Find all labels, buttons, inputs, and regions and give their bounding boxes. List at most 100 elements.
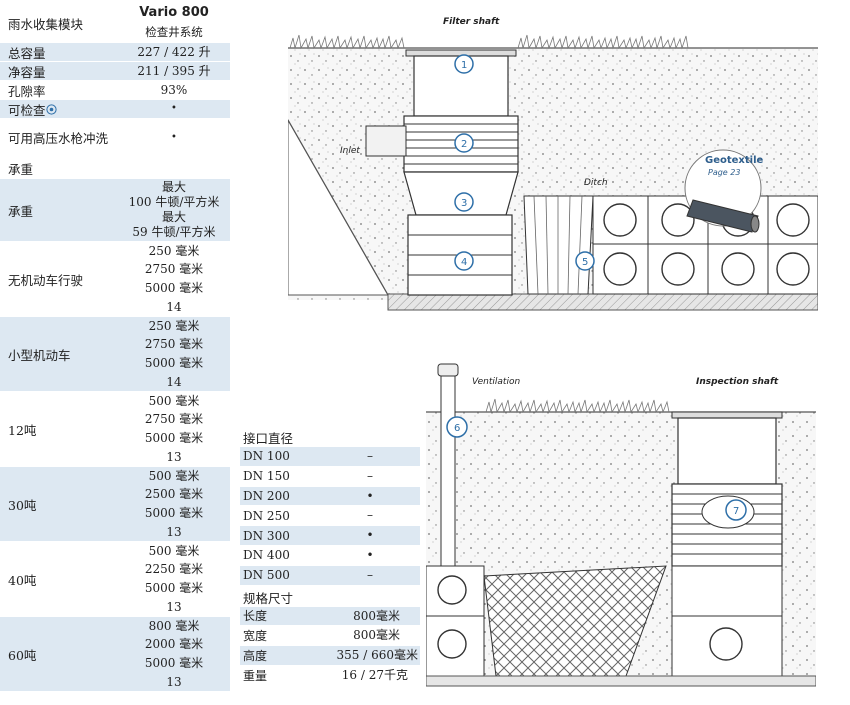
spec-row-label: 12吨 bbox=[8, 422, 37, 438]
base-layer bbox=[426, 675, 816, 687]
inspection-shaft-diagram: Ventilation Inspection shaft 6 7 bbox=[426, 363, 816, 687]
grass bbox=[485, 398, 670, 414]
spec-row-value: 13 bbox=[166, 674, 182, 689]
connection-label: DN 300 bbox=[243, 528, 290, 543]
size-row: 长度 800毫米 bbox=[240, 606, 420, 627]
inspection-shaft-label: Inspection shaft bbox=[696, 377, 779, 387]
inspection-camera-icon bbox=[45, 103, 57, 115]
spec-row-value: • bbox=[171, 102, 177, 114]
spec-row-value: • bbox=[171, 131, 177, 143]
spec-row: 可用高压水枪冲洗 • bbox=[0, 119, 230, 158]
filter-shaft-diagram: Inlet Ditch Geotextile Page 23 Filter sh… bbox=[288, 17, 818, 311]
spec-row-value: 100 牛顿/平方米 bbox=[128, 195, 220, 209]
svg-text:4: 4 bbox=[461, 257, 467, 268]
spec-row: 无机动车行驶 250 毫米 2750 毫米 5000 毫米 14 bbox=[0, 242, 230, 317]
spec-row-value: 14 bbox=[166, 374, 182, 389]
svg-text:6: 6 bbox=[454, 423, 460, 434]
connection-title: 接口直径 bbox=[243, 431, 294, 446]
spec-row: 30吨 500 毫米 2500 毫米 5000 毫米 13 bbox=[0, 467, 230, 542]
marker-1: 1 bbox=[454, 54, 474, 74]
connection-value: • bbox=[366, 488, 374, 503]
spec-row-label: 无机动车行驶 bbox=[8, 272, 84, 288]
spec-table: 雨水收集模块 Vario 800 检查井系统 总容量 227 / 422 升 净… bbox=[0, 4, 230, 692]
spec-row-label: 净容量 bbox=[8, 64, 46, 80]
size-label: 长度 bbox=[243, 609, 268, 624]
spec-row-value: 250 毫米 bbox=[148, 318, 200, 333]
grass bbox=[289, 34, 405, 50]
spec-row-value: 250 毫米 bbox=[148, 243, 200, 258]
size-value: 355 / 660毫米 bbox=[336, 648, 418, 663]
spec-row: 60吨 800 毫米 2000 毫米 5000 毫米 13 bbox=[0, 617, 230, 692]
size-label: 重量 bbox=[243, 668, 268, 683]
spec-row: 承重 bbox=[0, 158, 230, 179]
ventilation-label: Ventilation bbox=[472, 377, 520, 387]
spec-row-value: 500 毫米 bbox=[148, 543, 200, 558]
connection-label: DN 200 bbox=[243, 488, 290, 503]
spec-row-value: 227 / 422 升 bbox=[137, 44, 211, 59]
marker-2: 2 bbox=[454, 133, 474, 153]
spec-row-value: 211 / 395 升 bbox=[137, 63, 211, 78]
spec-row-value: 2750 毫米 bbox=[144, 337, 204, 352]
spec-row-value: 13 bbox=[166, 449, 182, 464]
spec-row-value: 93% bbox=[160, 82, 188, 97]
filter-shaft-label: Filter shaft bbox=[443, 17, 500, 27]
size-value: 800毫米 bbox=[353, 628, 400, 643]
product-subtitle: 检查井系统 bbox=[145, 25, 203, 39]
size-row: 重量 16 / 27千克 bbox=[240, 666, 420, 686]
spec-row-value: 14 bbox=[166, 299, 182, 314]
grass bbox=[517, 34, 689, 50]
marker-6: 6 bbox=[446, 416, 468, 438]
size-label: 高度 bbox=[243, 649, 268, 664]
module-circles bbox=[437, 575, 743, 661]
spec-row-label: 小型机动车 bbox=[8, 347, 71, 363]
inlet-pipe bbox=[365, 125, 407, 157]
spec-row-label: 60吨 bbox=[8, 647, 37, 663]
connection-row: DN 500– bbox=[240, 565, 420, 586]
spec-row: 12吨 500 毫米 2750 毫米 5000 毫米 13 bbox=[0, 392, 230, 467]
connection-label: DN 500 bbox=[243, 568, 290, 583]
spec-row-label: 孔隙率 bbox=[8, 83, 46, 99]
connection-value: • bbox=[366, 528, 374, 543]
spec-row-label: 总容量 bbox=[8, 45, 46, 61]
spec-row-value: 2000 毫米 bbox=[144, 637, 204, 652]
vent-pipe bbox=[440, 375, 456, 597]
svg-text:2: 2 bbox=[461, 139, 467, 150]
spec-row-value: 2500 毫米 bbox=[144, 487, 204, 502]
size-value: 16 / 27千克 bbox=[341, 668, 408, 683]
svg-text:5: 5 bbox=[582, 257, 588, 268]
geotextile-label: Geotextile bbox=[705, 155, 764, 166]
spec-row-label: 40吨 bbox=[8, 572, 37, 588]
connection-label: DN 100 bbox=[243, 449, 290, 464]
spec-row: 孔隙率 93% bbox=[0, 81, 230, 100]
spec-row-value: 最大 bbox=[161, 180, 186, 194]
connection-row: DN 400• bbox=[240, 546, 420, 566]
vent-cap bbox=[437, 363, 459, 377]
shaft-tube bbox=[677, 417, 777, 485]
spec-row-label: 30吨 bbox=[8, 497, 37, 513]
module-blocks bbox=[426, 565, 783, 677]
connection-row: DN 250– bbox=[240, 506, 420, 527]
shaft-cover bbox=[671, 411, 783, 419]
spec-row-value: 2750 毫米 bbox=[144, 412, 204, 427]
spec-row-value: 2250 毫米 bbox=[144, 562, 204, 577]
spec-row-value: 5000 毫米 bbox=[144, 431, 204, 445]
spec-row-value: 2750 毫米 bbox=[144, 262, 204, 277]
spec-row: 总容量 227 / 422 升 bbox=[0, 43, 230, 62]
spec-row-value: 13 bbox=[166, 599, 182, 614]
size-label: 宽度 bbox=[243, 629, 268, 644]
spec-row: 40吨 500 毫米 2250 毫米 5000 毫米 13 bbox=[0, 542, 230, 617]
connection-value: – bbox=[367, 468, 373, 483]
marker-4: 4 bbox=[454, 251, 474, 271]
spec-row-label: 可用高压水枪冲洗 bbox=[8, 130, 109, 146]
slope-line bbox=[288, 119, 389, 296]
spec-row-value: 最大 bbox=[161, 210, 186, 224]
size-value: 800毫米 bbox=[353, 608, 400, 623]
size-row: 高度 355 / 660毫米 bbox=[240, 646, 420, 666]
ditch-label: Ditch bbox=[584, 178, 608, 188]
geotextile-cylinder bbox=[686, 199, 759, 233]
connection-value: – bbox=[367, 449, 373, 464]
size-title: 规格尺寸 bbox=[243, 590, 294, 606]
spec-row-value: 800 毫米 bbox=[148, 618, 200, 633]
spec-row-value: 5000 毫米 bbox=[144, 281, 204, 295]
size-row: 宽度 800毫米 bbox=[240, 626, 420, 647]
